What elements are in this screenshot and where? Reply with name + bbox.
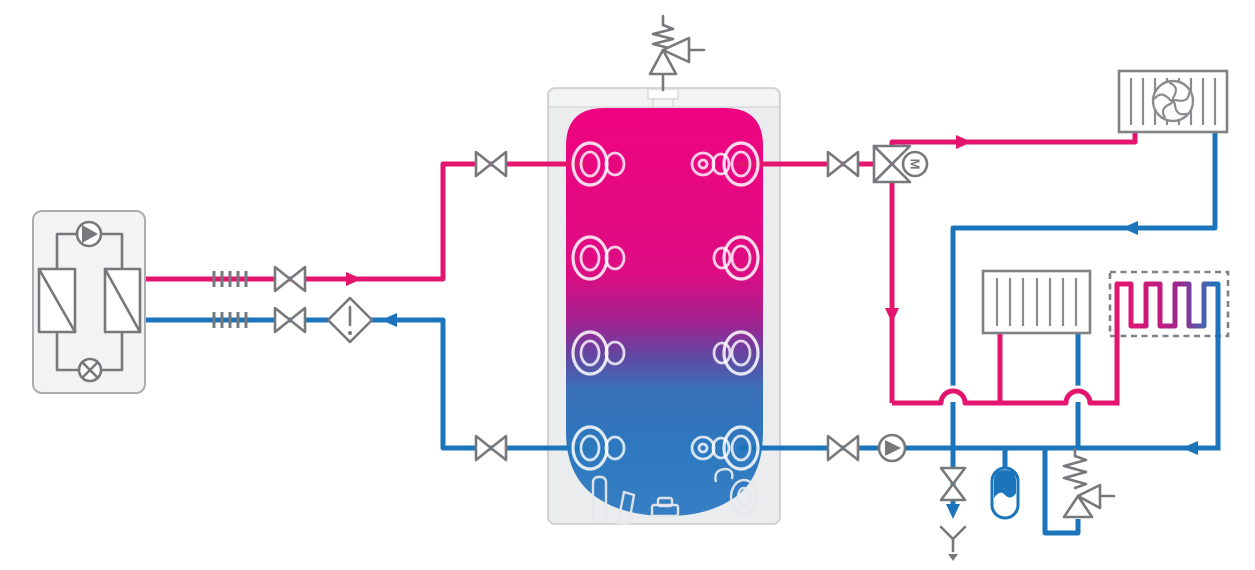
heat-exchanger-left-icon bbox=[37, 267, 77, 334]
valve-heating-supply-icon bbox=[826, 150, 860, 178]
tank-body-gradient bbox=[566, 108, 763, 517]
circulation-pump-icon bbox=[877, 433, 907, 463]
valve-return-hp-icon bbox=[273, 306, 307, 334]
heat-pump-outline bbox=[32, 210, 146, 394]
pipe-fan-coil-return bbox=[950, 132, 1218, 448]
motor-label: M bbox=[908, 159, 923, 170]
arrow-distribution-down bbox=[885, 308, 899, 323]
pipe-heat-pump-supply bbox=[145, 161, 585, 282]
tank-top-cap-inner bbox=[652, 98, 674, 108]
underfloor-heating bbox=[1108, 270, 1230, 451]
motor-icon bbox=[901, 150, 929, 178]
buffer-tank bbox=[547, 87, 781, 525]
fan-icon bbox=[1151, 79, 1195, 123]
arrow-fan-coil-return bbox=[1122, 221, 1138, 235]
arrow-hot-right bbox=[346, 272, 362, 286]
underfloor-serpentine-pipe bbox=[1114, 281, 1221, 451]
mixing-valve-bottom-cone bbox=[872, 162, 912, 184]
safety-valve-body bbox=[1062, 494, 1094, 519]
drain-valve-icon bbox=[939, 466, 967, 502]
compressor-pump-icon bbox=[75, 220, 103, 248]
tank-bottom-fittings bbox=[591, 467, 759, 525]
safety-valve-body bbox=[648, 48, 678, 76]
safety-valve-return bbox=[1062, 447, 1116, 519]
flexible-connectors bbox=[212, 271, 248, 328]
arrow-fan-coil-supply bbox=[956, 135, 972, 149]
drain-funnel-icon bbox=[939, 525, 967, 561]
pipe-safety-valve-branch bbox=[1042, 448, 1081, 536]
pipe-heat-pump-return bbox=[145, 317, 585, 451]
tank-ports bbox=[571, 88, 760, 471]
mixing-valve-top-cone bbox=[872, 144, 912, 166]
pipe-fan-coil-supply bbox=[889, 132, 1138, 403]
radiator bbox=[981, 269, 1092, 335]
valve-tank-return-icon bbox=[474, 434, 508, 462]
safety-valve-tank-top bbox=[648, 14, 706, 92]
dirt-filter-icon bbox=[326, 296, 374, 344]
arrow-cold-left bbox=[381, 313, 397, 327]
valve-supply-hp-icon bbox=[273, 265, 307, 293]
heat-exchanger-right-icon bbox=[103, 267, 142, 334]
radiator-fins bbox=[995, 278, 1078, 326]
arrow-main-return bbox=[1182, 441, 1198, 455]
valve-tank-supply-icon bbox=[474, 150, 508, 178]
arrow-drain-down bbox=[946, 504, 960, 519]
expansion-vessel-icon bbox=[990, 466, 1020, 520]
shut-off-valves bbox=[273, 150, 967, 502]
spring-icon bbox=[1062, 454, 1088, 490]
flow-arrows bbox=[346, 135, 1198, 519]
pipe-heating-distribution bbox=[892, 388, 1117, 406]
expansion-valve-icon bbox=[77, 357, 103, 383]
three-way-mixing-valve: M bbox=[872, 144, 929, 184]
valve-heating-return-icon bbox=[826, 434, 860, 462]
fan-coil-unit bbox=[1117, 69, 1229, 134]
heat-pump-unit bbox=[32, 210, 146, 394]
